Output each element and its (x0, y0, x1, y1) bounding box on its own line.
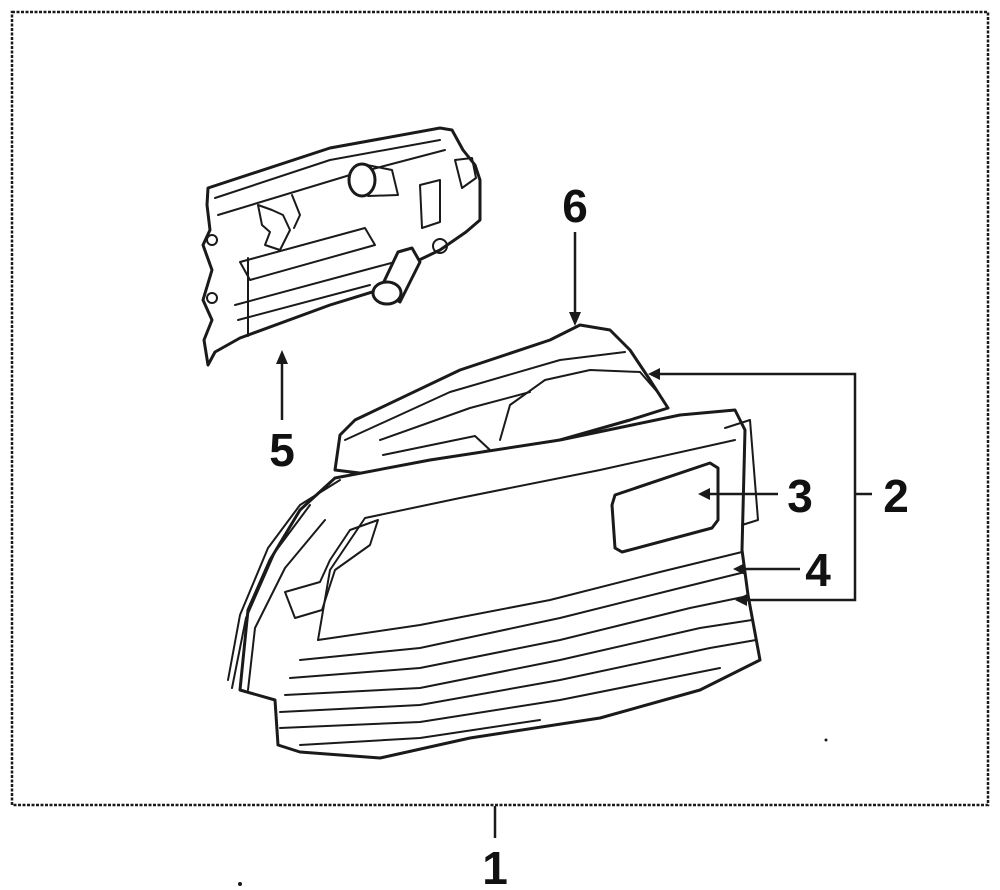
scan-speck (824, 738, 828, 742)
reflector-window (610, 461, 720, 554)
callout-6: 6 (562, 180, 588, 232)
leader-lines (276, 232, 872, 838)
callout-4: 4 (805, 544, 831, 596)
assembly-frame (10, 10, 990, 807)
lens-assembly-drawing (227, 408, 762, 760)
socket-plate-drawing (201, 126, 482, 367)
callout-5: 5 (269, 424, 295, 476)
callout-2: 2 (883, 470, 909, 522)
callout-1: 1 (482, 842, 508, 890)
callout-3: 3 (787, 470, 813, 522)
scan-speck (238, 882, 242, 886)
